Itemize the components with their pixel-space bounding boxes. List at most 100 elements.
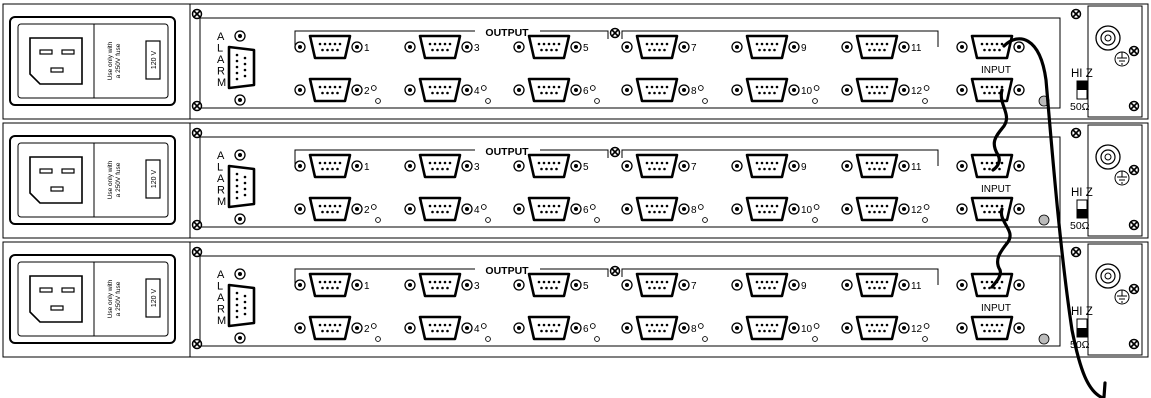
input-port-nut-hole: [960, 164, 964, 168]
output-port-12-shell: [855, 315, 899, 341]
output-port-nut-hole: [298, 207, 302, 211]
panel-screw-slot-b: [1130, 47, 1138, 55]
input-port-upper-pin: [985, 42, 989, 46]
output-port-8-pin: [658, 329, 661, 333]
input-port-upper-pin: [983, 286, 986, 290]
output-port-nut-hole: [792, 283, 796, 287]
alarm-pin: [235, 291, 239, 295]
output-port-number: 10: [801, 324, 813, 335]
alarm-nut-hole: [238, 272, 242, 276]
output-port-2-pin: [323, 85, 327, 89]
output-port-number: 10: [801, 86, 813, 97]
output-port-1-pin: [328, 280, 332, 284]
output-port-12-pin: [865, 323, 869, 327]
output-port-nut-hole: [845, 45, 849, 49]
output-port-4-pin: [448, 323, 452, 327]
input-port-lower-shell: [970, 77, 1014, 103]
output-port-11-pin: [870, 280, 874, 284]
output-port-number: 1: [364, 43, 370, 54]
output-port-11-pin: [868, 167, 871, 171]
input-port-upper-pin: [983, 48, 986, 52]
output-port-9-pin: [755, 161, 759, 165]
output-port-5-pin: [555, 286, 558, 290]
input-port-upper-pin: [980, 42, 984, 46]
alarm-pin: [235, 297, 239, 301]
output-label: OUTPUT: [485, 265, 529, 277]
alarm-pin: [235, 315, 239, 319]
output-port-12-pin: [868, 91, 871, 95]
output-port-12-pin: [878, 329, 881, 333]
output-port-5-pin: [540, 48, 543, 52]
status-led: [923, 204, 930, 210]
output-port-11-pin: [865, 42, 869, 46]
output-port-9-shell: [745, 34, 789, 60]
alarm-pin: [235, 65, 239, 69]
output-port-11-pin: [880, 161, 884, 165]
output-port-8-pin: [648, 329, 651, 333]
alarm-pin: [243, 187, 247, 191]
output-port-7-pin: [655, 280, 659, 284]
output-port-9-pin: [773, 48, 776, 52]
status-led: [812, 336, 818, 342]
input-port-upper: [970, 153, 1014, 179]
output-port-6-pin: [545, 329, 548, 333]
alarm-pin: [243, 312, 247, 316]
output-port-6-pin: [555, 91, 558, 95]
output-port-9-pin: [755, 280, 759, 284]
output-port-12-shell: [855, 196, 899, 222]
output-port-5-pin: [552, 280, 556, 284]
output-port-4: [418, 196, 462, 222]
output-port-10-pin: [760, 85, 764, 89]
output-port-2-pin: [328, 323, 332, 327]
output-port-8-pin: [660, 204, 664, 208]
output-port-2-pin: [326, 91, 329, 95]
output-port-nut-hole: [408, 207, 412, 211]
output-port-9-pin: [763, 48, 766, 52]
alarm-letter: A: [217, 54, 225, 66]
fuse-notice-line2: a 250V fuse: [115, 43, 122, 78]
input-label: INPUT: [981, 65, 1011, 76]
output-port-8-pin: [660, 323, 664, 327]
output-port-7: [635, 153, 679, 179]
output-port-11-pin: [878, 286, 881, 290]
input-port-lower-pin: [990, 85, 994, 89]
output-port-3-pin: [446, 167, 449, 171]
output-port-5-pin: [542, 42, 546, 46]
input-port-upper-pin: [983, 167, 986, 171]
alarm-letter: M: [217, 196, 226, 208]
output-port-10-pin: [758, 91, 761, 95]
output-port-9-pin: [775, 280, 779, 284]
output-port-3-pin: [431, 286, 434, 290]
iec-pin-neutral: [61, 287, 75, 293]
output-port-4-pin: [443, 85, 447, 89]
status-led: [812, 98, 818, 104]
output-port-4-pin: [438, 323, 442, 327]
input-port-lower-pin: [980, 204, 984, 208]
fuse-notice-line1: Use only with: [107, 41, 114, 80]
output-port-8: [635, 77, 679, 103]
alarm-nut-hole: [238, 98, 242, 102]
output-port-2-pin: [318, 85, 322, 89]
hiz-label: HI Z: [1071, 68, 1093, 80]
status-led: [370, 204, 377, 210]
output-port-nut-hole: [735, 326, 739, 330]
output-port-10-pin: [768, 91, 771, 95]
output-port-nut-hole: [517, 88, 521, 92]
output-port-9-pin: [758, 48, 761, 52]
output-port-7-shell: [635, 272, 679, 298]
output-port-2-pin: [331, 210, 334, 214]
output-port-7-pin: [655, 161, 659, 165]
output-port-number: 3: [474, 162, 480, 173]
alarm-letter: A: [217, 269, 225, 281]
cable-main-feed-end: [1102, 381, 1107, 398]
output-port-6-pin: [547, 85, 551, 89]
output-port-7-pin: [658, 286, 661, 290]
output-port-7-pin: [653, 286, 656, 290]
panel-screw-slot-b: [193, 248, 201, 256]
output-port-5: [527, 272, 571, 298]
output-port-11-pin: [880, 280, 884, 284]
output-port-number: 9: [801, 281, 807, 292]
alarm-letter: L: [217, 162, 223, 174]
